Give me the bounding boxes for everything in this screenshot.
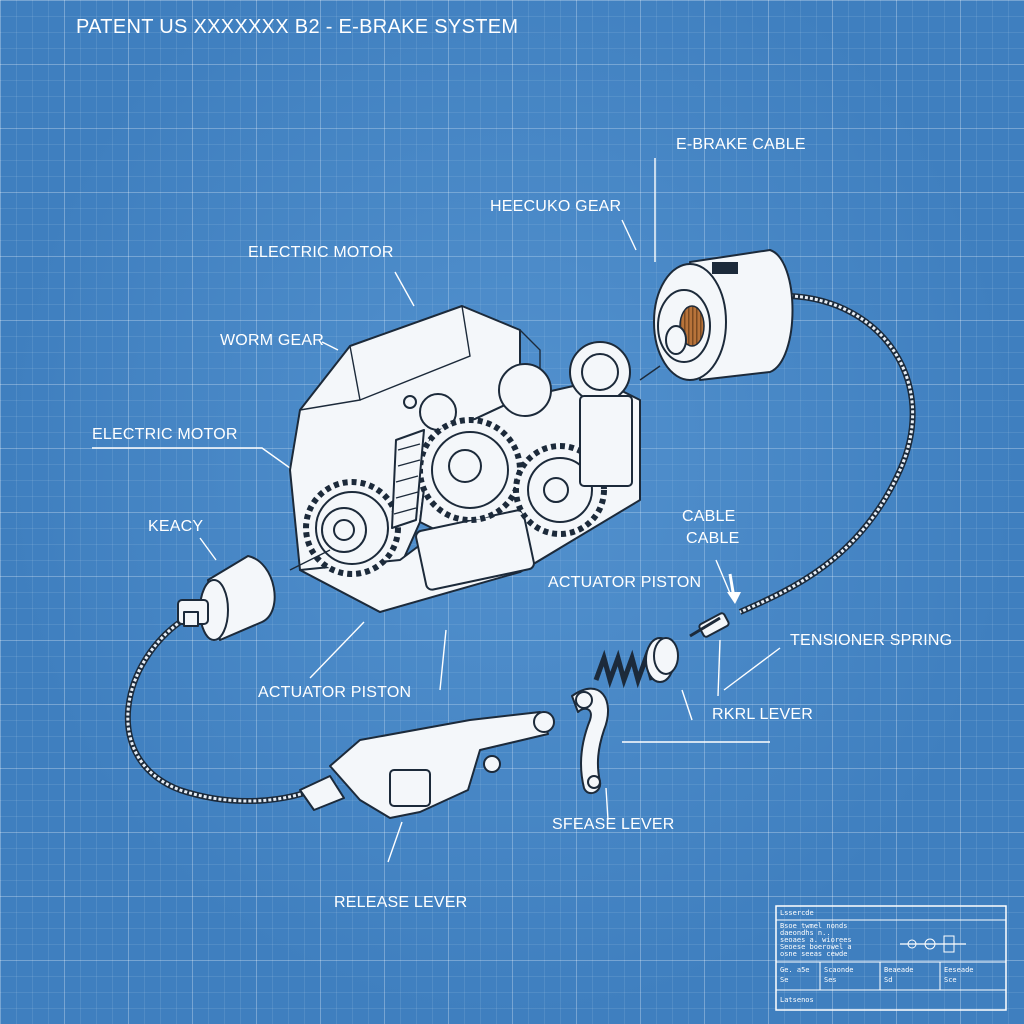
label-heecuko-gear: HEECUKO GEAR (490, 198, 622, 215)
brake-cable-left (124, 615, 332, 805)
label-electric-motor-left: ELECTRIC MOTOR (92, 426, 238, 443)
label-actuator-piston-right: ACTUATOR PISTON (548, 574, 702, 591)
label-worm-gear: WORM GEAR (220, 332, 325, 349)
title-block-frame (775, 905, 1007, 1011)
label-cable-2: CABLE (686, 530, 740, 547)
lever-arm (571, 687, 609, 795)
title-block-cell: Ge. a5e (780, 966, 810, 974)
title-block-line: Bsoe twmel nonds (780, 922, 848, 930)
label-tensioner-spring: TENSIONER SPRING (790, 632, 953, 649)
label-keacy: KEACY (148, 518, 204, 535)
title-block-cell: Scaonde (824, 966, 854, 974)
page-title: PATENT US XXXXXXX B2 - E-BRAKE SYSTEM (76, 16, 519, 38)
title-block-line: daeondhs n.. (780, 929, 831, 937)
title-block-line: osne seeas cewde (780, 950, 848, 958)
label-release-lever: RELEASE LEVER (334, 894, 468, 911)
cable-drum (653, 249, 794, 381)
title-block-subcell: Sd (884, 976, 893, 984)
leader-lines (92, 158, 781, 863)
left-connector (177, 555, 276, 641)
label-actuator-piston-left: ACTUATOR PISTON (258, 684, 412, 701)
title-block-subcell: Se (780, 976, 789, 984)
title-block-cell: Beaeade (884, 966, 914, 974)
title-block-subcell: Sce (944, 976, 957, 984)
title-block-cell: Eeseade (944, 966, 974, 974)
label-ebrake-cable: E-BRAKE CABLE (676, 136, 806, 153)
title-block-footer: Latsenos (780, 996, 814, 1004)
release-lever-assembly (299, 711, 555, 819)
label-cable-1: CABLE (682, 508, 736, 525)
title-block-subcell: Ses (824, 976, 837, 984)
title-block-header: Lssercde (780, 909, 814, 917)
label-sfease-lever: SFEASE LEVER (552, 816, 675, 833)
label-electric-motor-top: ELECTRIC MOTOR (248, 244, 394, 261)
title-block-line: seoaes a. wiorees (780, 936, 852, 944)
title-block-line: Seoese boerowel a (780, 943, 852, 951)
gear-train (289, 365, 661, 577)
tensioner-spring (593, 612, 730, 689)
label-rkrl-lever: RKRL LEVER (712, 706, 813, 723)
